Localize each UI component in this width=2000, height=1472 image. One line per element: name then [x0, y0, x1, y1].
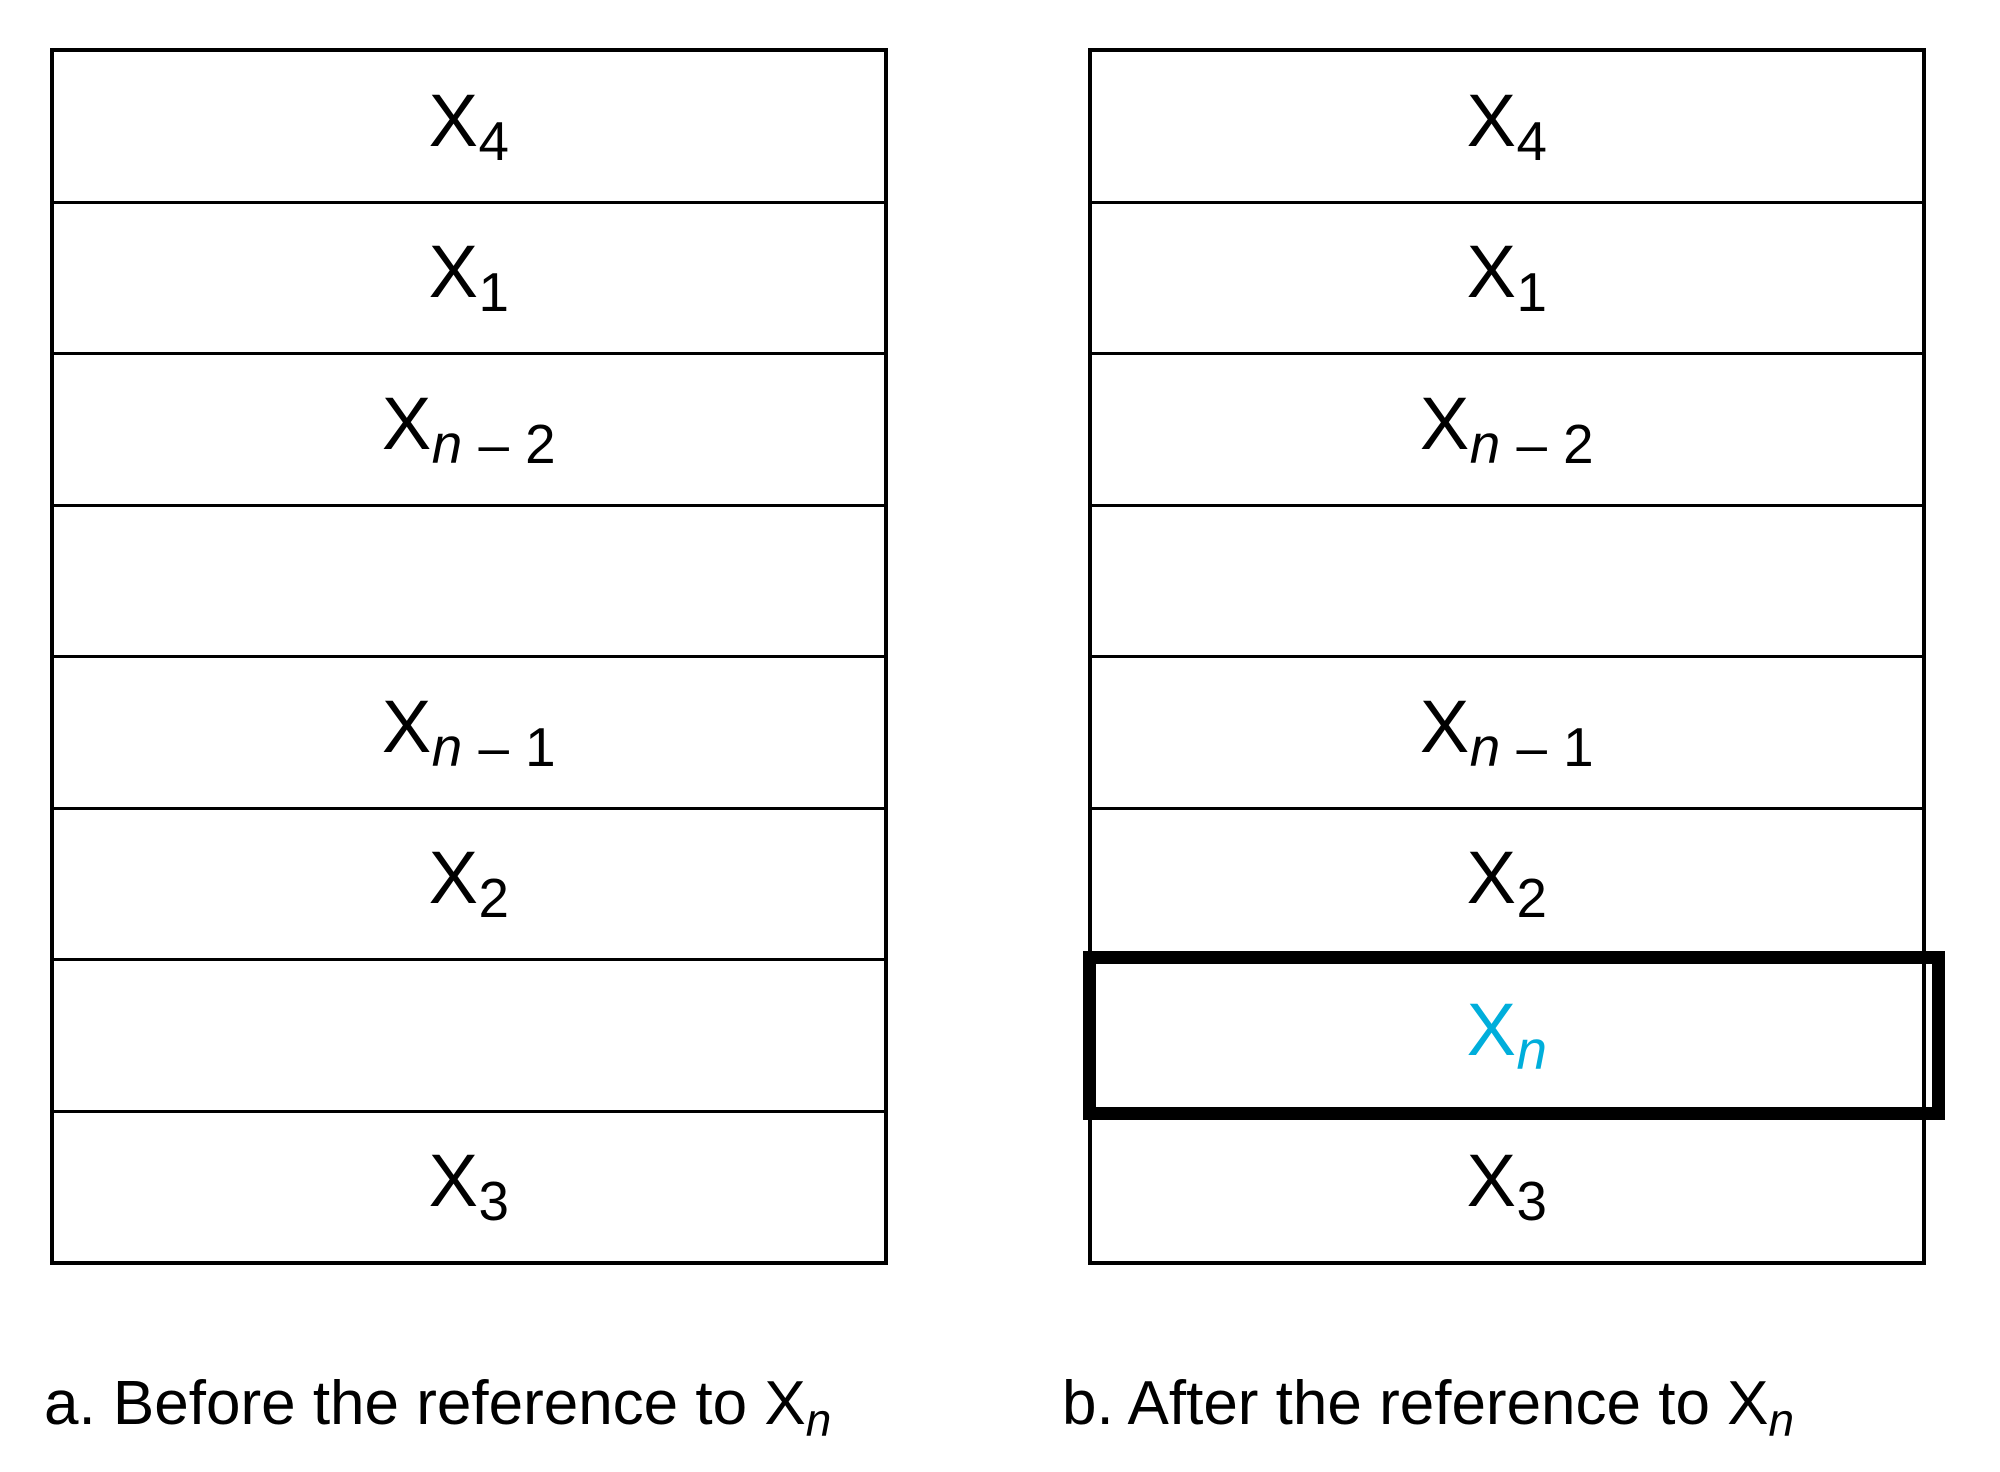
cell-subscript: n – 2: [432, 413, 556, 475]
cell-label: Xn – 1: [1420, 689, 1594, 778]
memory-row-xn-highlighted: Xn: [1083, 951, 1945, 1120]
memory-row-xn-minus-1: Xn – 1: [54, 658, 884, 810]
cell-base: X: [1419, 684, 1470, 768]
caption-text: a. Before the reference to X: [44, 1369, 806, 1438]
cell-subscript: 3: [1516, 1170, 1547, 1232]
cell-subscript: n – 1: [1470, 716, 1594, 778]
cell-base: X: [1419, 381, 1470, 465]
caption-after: b. After the reference to Xn: [1062, 1368, 1794, 1444]
cell-label: X3: [1467, 1144, 1548, 1229]
cell-label: Xn – 2: [1420, 386, 1594, 475]
memory-table-after: X4 X1 Xn – 2 Xn – 1 X2 Xn X3: [1083, 48, 1945, 1265]
cell-label: X2: [429, 841, 510, 926]
cell-base: X: [1466, 1139, 1517, 1223]
memory-row-empty-1: [1092, 506, 1922, 658]
caption-subscript: n: [1769, 1394, 1795, 1446]
memory-table-before: X4 X1 Xn – 2 Xn – 1 X2 X3: [50, 48, 888, 1265]
subscript-text: 2: [1516, 867, 1548, 930]
cell-subscript: n – 2: [1470, 413, 1594, 475]
cell-label: X1: [429, 235, 510, 320]
memory-row-xn-minus-2: Xn – 2: [54, 355, 884, 507]
cell-subscript: 3: [478, 1170, 509, 1232]
caption-before: a. Before the reference to Xn: [44, 1368, 831, 1444]
cell-label: X4: [1467, 83, 1548, 172]
cell-base: X: [1466, 987, 1517, 1071]
cell-base: X: [381, 684, 432, 768]
subscript-text: – 1: [1500, 715, 1595, 778]
cell-base: X: [428, 78, 479, 162]
subscript-text: 1: [1516, 261, 1548, 324]
subscript-var: n: [1516, 1018, 1548, 1081]
subscript-text: – 2: [1500, 412, 1595, 475]
cell-label: X4: [429, 83, 510, 172]
memory-row-x4: X4: [1092, 52, 1922, 204]
cell-subscript: 2: [1516, 867, 1547, 929]
memory-row-empty-1: [54, 506, 884, 658]
memory-row-xn-minus-1: Xn – 1: [1092, 658, 1922, 810]
memory-row-x1: X1: [1092, 203, 1922, 355]
cell-base: X: [428, 230, 479, 314]
cell-subscript: 4: [1516, 110, 1547, 172]
caption-subscript-var: n: [805, 1393, 832, 1446]
cell-label: Xn: [1467, 992, 1548, 1081]
cell-base: X: [1466, 230, 1517, 314]
cell-label: Xn – 2: [382, 386, 556, 475]
cell-label: X1: [1467, 235, 1548, 320]
cell-base: X: [381, 381, 432, 465]
subscript-text: 3: [1516, 1170, 1548, 1233]
subscript-text: 1: [478, 261, 510, 324]
memory-row-x4: X4: [54, 52, 884, 204]
memory-row-x1: X1: [54, 203, 884, 355]
cell-label: X2: [1467, 841, 1548, 926]
memory-row-x2: X2: [1092, 809, 1922, 961]
subscript-var: n: [431, 412, 463, 475]
cell-base: X: [1466, 836, 1517, 920]
cell-subscript: 1: [478, 261, 509, 323]
subscript-text: 3: [478, 1170, 510, 1233]
memory-row-x2: X2: [54, 809, 884, 961]
cell-label: Xn – 1: [382, 689, 556, 778]
subscript-text: 2: [478, 867, 510, 930]
caption-subscript-var: n: [1768, 1393, 1795, 1446]
caption-subscript: n: [806, 1394, 832, 1446]
subscript-text: 4: [1516, 109, 1548, 172]
cell-subscript: n: [1516, 1019, 1547, 1081]
memory-row-x3: X3: [1092, 1112, 1922, 1261]
cell-subscript: n – 1: [432, 716, 556, 778]
cell-base: X: [428, 836, 479, 920]
cell-subscript: 4: [478, 110, 509, 172]
cell-subscript: 1: [1516, 261, 1547, 323]
subscript-text: 4: [478, 109, 510, 172]
cell-label: X3: [429, 1144, 510, 1229]
cell-base: X: [428, 1139, 479, 1223]
subscript-var: n: [1469, 412, 1501, 475]
caption-text: b. After the reference to X: [1062, 1369, 1769, 1438]
memory-row-empty-2: [54, 961, 884, 1113]
cell-base: X: [1466, 78, 1517, 162]
subscript-var: n: [1469, 715, 1501, 778]
subscript-text: – 1: [462, 715, 557, 778]
cell-subscript: 2: [478, 867, 509, 929]
memory-row-xn-minus-2: Xn – 2: [1092, 355, 1922, 507]
subscript-text: – 2: [462, 412, 557, 475]
memory-row-x3: X3: [54, 1112, 884, 1261]
subscript-var: n: [431, 715, 463, 778]
